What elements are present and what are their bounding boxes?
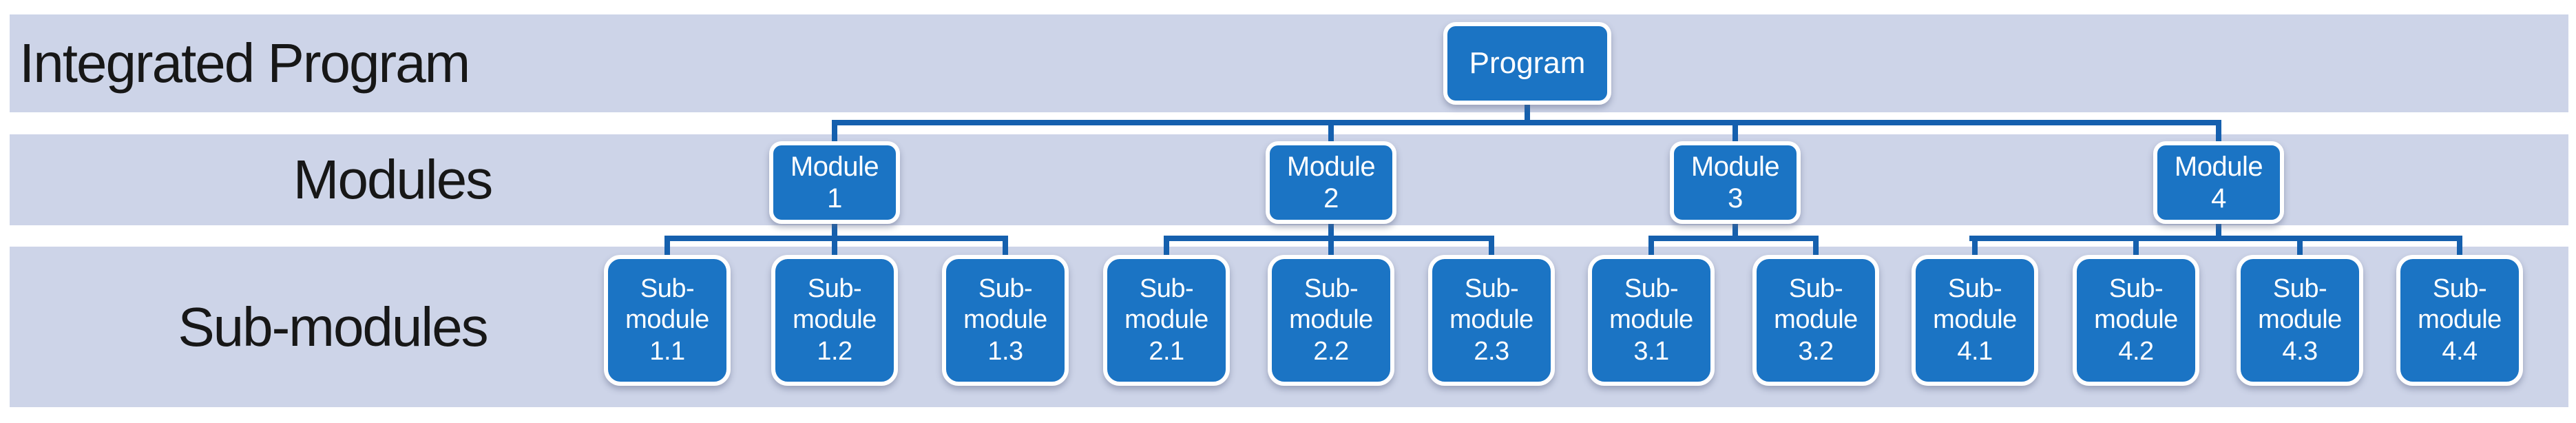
node-label-line: module [1609,305,1693,335]
node-sub-module-2-3: Sub- module 2.3 [1428,255,1555,386]
node-sub-module-4-1: Sub- module 4.1 [1912,255,2038,386]
node-label-line: Sub- [640,274,695,303]
row-band-integrated-program [10,14,2568,112]
node-label-line: Sub- [1624,274,1679,303]
node-label-line: 1.3 [987,336,1023,366]
node-label-line: 2.2 [1313,336,1349,366]
node-label-line: Sub- [1139,274,1194,303]
connector-module-1-drop-top [832,123,837,146]
connector-sub-3-1-drop [1648,238,1654,260]
node-sub-module-4-4: Sub- module 4.4 [2396,255,2523,386]
node-label-line: module [2094,305,2178,335]
node-label-line: 4 [2211,183,2226,214]
connector-sub-4-4-drop [2457,238,2462,260]
node-label-line: Module [2174,152,2263,182]
node-label-line: 4.4 [2442,336,2478,366]
connector-program-drop [1525,101,1530,123]
node-module-3: Module 3 [1670,141,1801,224]
node-label-line: module [1289,305,1373,335]
node-sub-module-1-2: Sub- module 1.2 [771,255,898,386]
row-label-modules: Modules [293,149,493,210]
node-label-line: Sub- [1788,274,1843,303]
node-label-line: Sub- [2432,274,2487,303]
node-label-line: 4.2 [2118,336,2154,366]
connector-module-2-drop-bottom [1328,219,1334,241]
node-label-line: Module [1286,152,1376,182]
connector-sub-2-3-drop [1489,238,1494,260]
connector-module-3-drop-bottom [1732,219,1738,241]
connector-sub-3-2-drop [1813,238,1819,260]
node-label-line: Sub- [807,274,862,303]
node-sub-module-4-3: Sub- module 4.3 [2237,255,2363,386]
connector-module-4-drop-top [2216,123,2221,146]
node-label-line: Sub- [2272,274,2327,303]
node-sub-module-3-2: Sub- module 3.2 [1752,255,1879,386]
node-sub-module-4-2: Sub- module 4.2 [2073,255,2199,386]
node-sub-module-2-2: Sub- module 2.2 [1268,255,1394,386]
node-label-line: 2 [1323,183,1339,214]
connector-module-3-bracket [1648,236,1819,241]
node-label-line: 3.2 [1798,336,1834,366]
node-label-line: 1.1 [649,336,685,366]
node-label-line: module [1933,305,2017,335]
node-label-line: Sub- [978,274,1033,303]
node-sub-module-1-1: Sub- module 1.1 [604,255,731,386]
node-label-line: Module [1690,152,1780,182]
node-label-line: module [1124,305,1208,335]
connector-module-4-drop-bottom [2216,219,2221,241]
node-label-line: 1.2 [817,336,852,366]
connector-sub-1-1-drop [664,238,670,260]
node-sub-module-3-1: Sub- module 3.1 [1588,255,1715,386]
node-label-line: 3.1 [1633,336,1669,366]
connector-sub-4-3-drop [2297,238,2303,260]
node-label: Program [1469,46,1586,80]
node-module-1: Module 1 [769,141,900,224]
node-label-line: module [963,305,1047,335]
connector-sub-2-2-drop [1328,238,1334,260]
connector-sub-1-3-drop [1003,238,1008,260]
node-label-line: 4.3 [2282,336,2318,366]
connector-sub-2-1-drop [1164,238,1169,260]
node-label-line: Module [790,152,879,182]
connector-module-1-drop-bottom [832,219,837,241]
node-label-line: Sub- [1947,274,2002,303]
connector-sub-4-1-drop [1972,238,1978,260]
node-label-line: Sub- [2108,274,2164,303]
node-module-4: Module 4 [2153,141,2284,224]
node-program: Program [1443,22,1611,105]
node-label-line: module [2418,305,2502,335]
node-label-line: module [1449,305,1533,335]
connector-module-2-drop-top [1328,123,1334,146]
node-label-line: 4.1 [1957,336,1993,366]
connector-module-3-drop-top [1732,123,1738,146]
connector-level-1-rail [832,120,2221,125]
row-label-sub-modules: Sub-modules [178,296,488,358]
node-sub-module-1-3: Sub- module 1.3 [942,255,1069,386]
node-label-line: 2.1 [1149,336,1184,366]
node-label-line: 3 [1728,183,1743,214]
row-label-integrated-program: Integrated Program [19,32,470,94]
node-label-line: 2.3 [1474,336,1509,366]
node-label-line: module [1774,305,1858,335]
node-module-2: Module 2 [1266,141,1396,224]
node-label-line: module [625,305,709,335]
node-label-line: Sub- [1464,274,1519,303]
connector-module-4-bracket [1969,236,2462,241]
node-label-line: Sub- [1303,274,1359,303]
node-label-line: 1 [827,183,842,214]
connector-sub-1-2-drop [832,238,837,260]
connector-sub-4-2-drop [2133,238,2139,260]
node-label-line: module [793,305,877,335]
node-label-line: module [2258,305,2342,335]
node-sub-module-2-1: Sub- module 2.1 [1103,255,1230,386]
